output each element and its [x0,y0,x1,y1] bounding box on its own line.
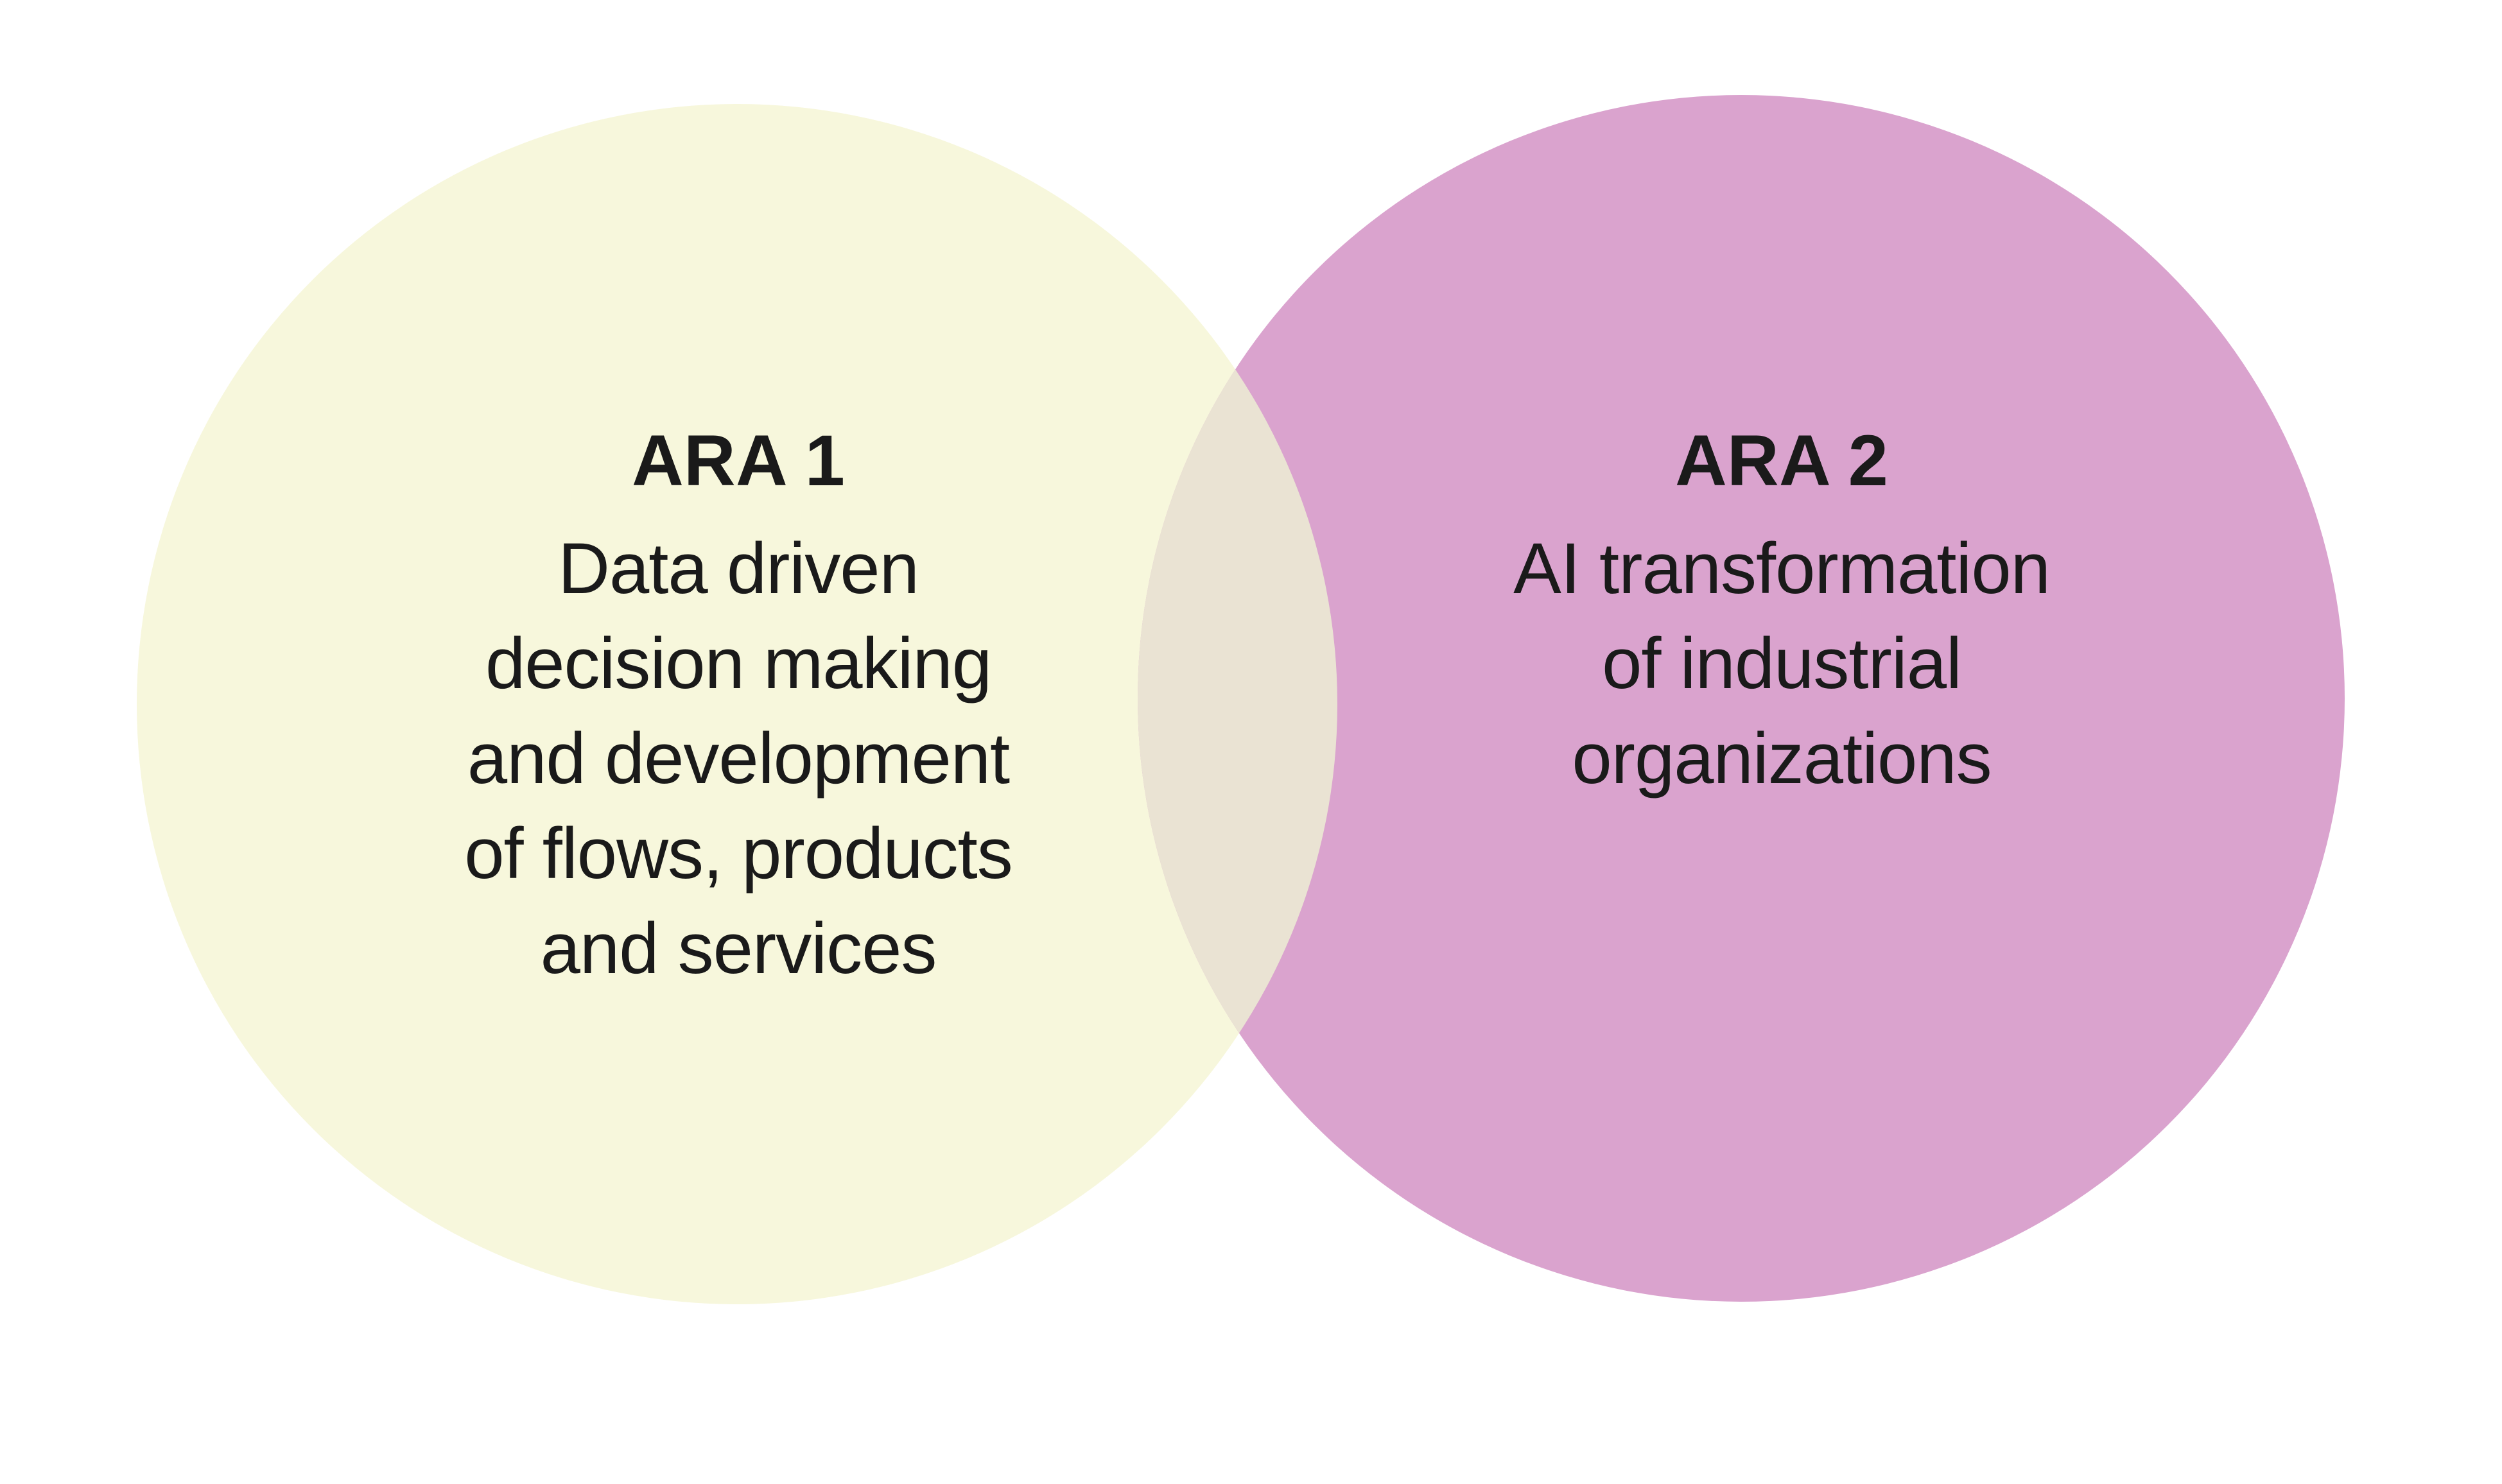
left-body-line: of flows, products [464,813,1013,893]
left-circle-title: ARA 1 [632,420,845,501]
right-body-line: AI transformation [1513,528,2051,608]
left-body-line: decision making [485,623,992,703]
right-circle-label: ARA 2 AI transformation of industrial or… [1332,422,2231,1064]
left-body-line: Data driven [558,528,919,608]
right-circle [1138,95,2345,1302]
right-body-line: of industrial [1602,623,1962,703]
left-circle-label: ARA 1 Data driven decision making and de… [257,422,1220,1064]
right-circle-title: ARA 2 [1675,420,1888,501]
left-body-line: and services [540,908,937,988]
right-circle-body: AI transformation of industrial organiza… [1332,521,2231,806]
right-body-line: organizations [1572,718,1992,798]
left-circle-body: Data driven decision making and developm… [257,521,1220,996]
left-body-line: and development [467,718,1010,798]
left-circle [137,104,1337,1304]
